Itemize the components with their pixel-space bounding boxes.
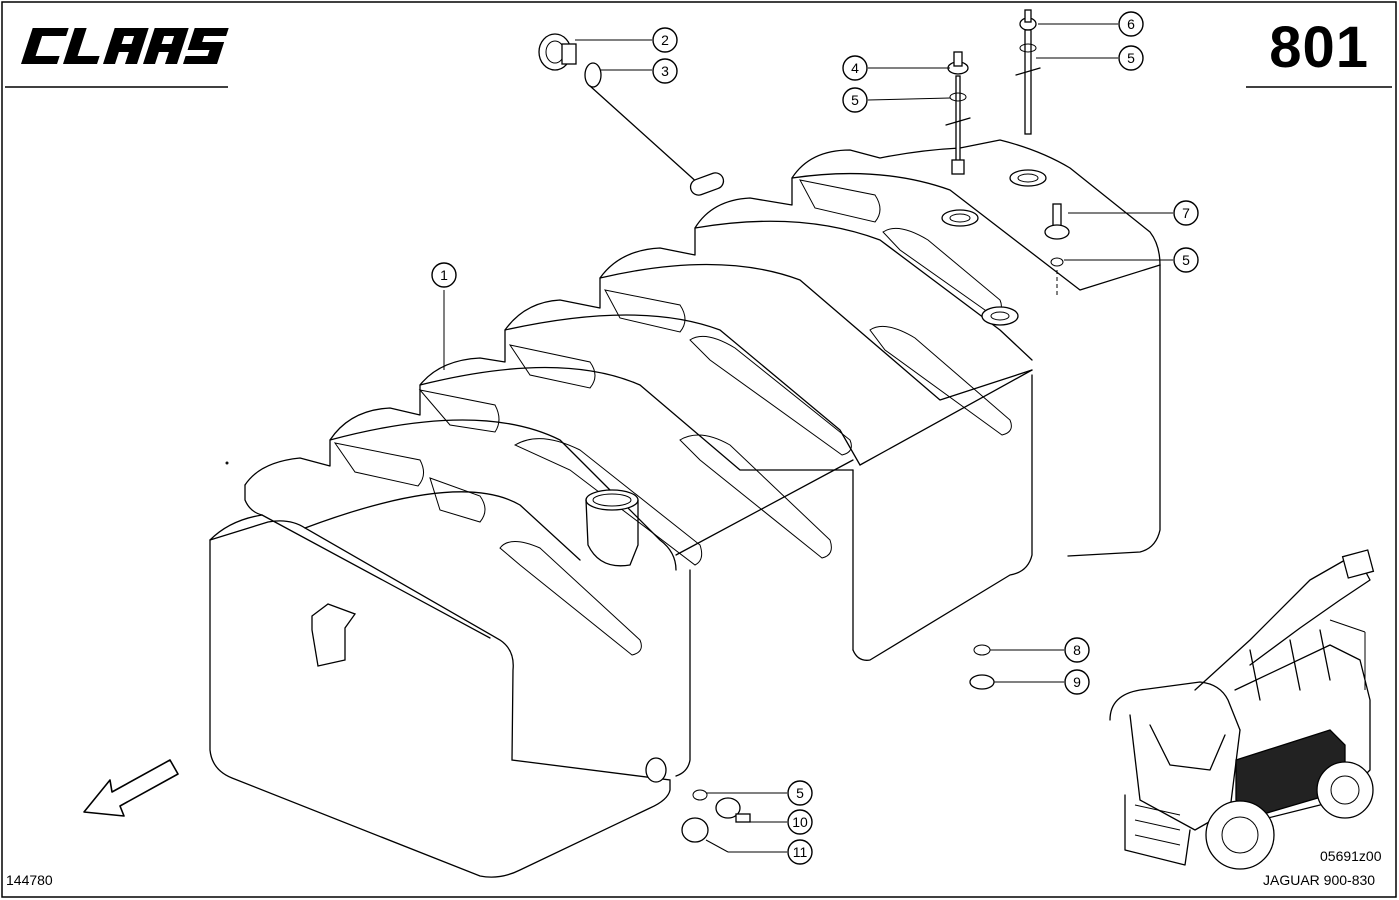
cap-part-2 (538, 33, 725, 196)
leader-lines (443, 23, 1173, 853)
svg-text:5: 5 (851, 92, 859, 108)
svg-text:9: 9 (1073, 674, 1081, 690)
callout-5b: 5 (1118, 45, 1144, 71)
callout-6: 6 (1118, 11, 1144, 37)
callout-10: 10 (787, 809, 813, 835)
harvester-inset (1109, 549, 1375, 870)
callout-5c: 5 (1173, 247, 1199, 273)
callout-9: 9 (1064, 669, 1090, 695)
callout-11: 11 (787, 839, 813, 865)
figure-id: 144780 (6, 872, 53, 888)
svg-text:2: 2 (661, 32, 669, 48)
svg-text:6: 6 (1127, 16, 1135, 32)
vent-fitting-7 (1044, 203, 1070, 296)
level-sender-4 (945, 51, 971, 175)
svg-text:8: 8 (1073, 642, 1081, 658)
svg-text:5: 5 (796, 785, 804, 801)
callout-7: 7 (1173, 200, 1199, 226)
svg-text:5: 5 (1127, 50, 1135, 66)
callout-5d: 5 (787, 780, 813, 806)
svg-text:1: 1 (440, 267, 448, 283)
svg-text:11: 11 (793, 844, 808, 860)
svg-text:10: 10 (792, 814, 808, 830)
svg-text:5: 5 (1182, 252, 1190, 268)
callout-4: 4 (842, 55, 868, 81)
marker-dot (225, 461, 229, 465)
svg-text:7: 7 (1182, 205, 1190, 221)
svg-text:4: 4 (851, 60, 859, 76)
callout-8: 8 (1064, 637, 1090, 663)
callout-3: 3 (652, 58, 678, 84)
callout-1: 1 (431, 262, 457, 288)
level-sender-6 (1015, 9, 1041, 135)
model-label: JAGUAR 900-830 (1263, 872, 1376, 888)
drain-plug-parts (681, 644, 995, 843)
direction-arrow-icon (83, 759, 179, 817)
page-number: 801 (1269, 15, 1369, 80)
claas-logo (21, 28, 229, 64)
svg-text:3: 3 (661, 63, 669, 79)
callout-2: 2 (652, 27, 678, 53)
callout-5a: 5 (842, 87, 868, 113)
image-code: 05691z00 (1320, 848, 1382, 864)
fuel-tank (209, 139, 1161, 878)
